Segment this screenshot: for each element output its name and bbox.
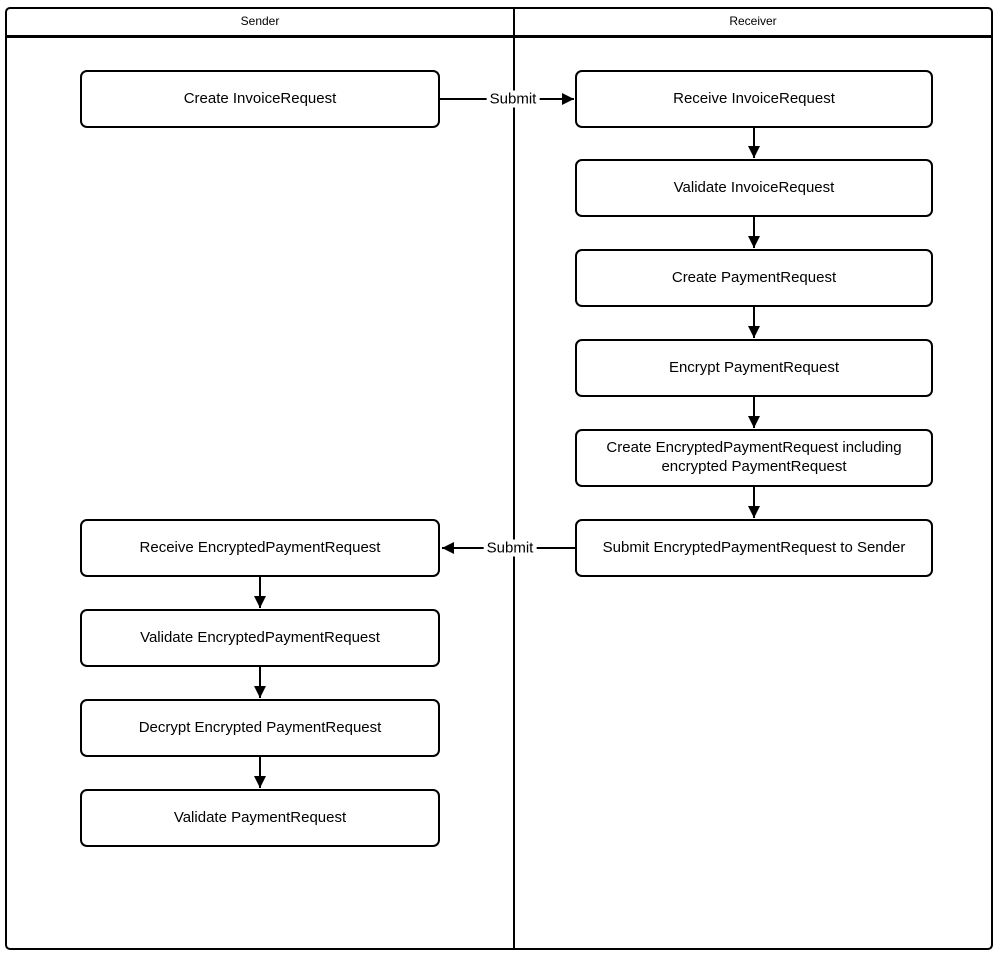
lane-header-sender-label: Sender: [240, 14, 280, 28]
node-label: Receive InvoiceRequest: [673, 89, 835, 107]
node-label: Receive EncryptedPaymentRequest: [139, 538, 381, 556]
arrow-label-submit-bottom: Submit: [483, 539, 537, 557]
node-label: Create InvoiceRequest: [183, 89, 337, 107]
node-validate-invoicerequest: Validate InvoiceRequest: [575, 159, 933, 217]
node-submit-encryptedpaymentrequest-to-sender: Submit EncryptedPaymentRequest to Sender: [575, 519, 933, 577]
lane-header-separator: [5, 35, 993, 38]
node-label: Create EncryptedPaymentRequest including…: [606, 439, 902, 475]
node-validate-paymentrequest: Validate PaymentRequest: [80, 789, 440, 847]
node-label: Validate InvoiceRequest: [673, 178, 835, 196]
node-label: Submit EncryptedPaymentRequest to Sender: [602, 538, 906, 556]
node-label: Encrypt PaymentRequest: [668, 358, 840, 376]
node-receive-encryptedpaymentrequest: Receive EncryptedPaymentRequest: [80, 519, 440, 577]
node-decrypt-encrypted-paymentrequest: Decrypt Encrypted PaymentRequest: [80, 699, 440, 757]
node-encrypt-paymentrequest: Encrypt PaymentRequest: [575, 339, 933, 397]
node-receive-invoicerequest: Receive InvoiceRequest: [575, 70, 933, 128]
node-create-invoicerequest: Create InvoiceRequest: [80, 70, 440, 128]
lane-header-sender: Sender: [7, 7, 513, 35]
node-label: Validate EncryptedPaymentRequest: [140, 628, 380, 646]
node-label: Decrypt Encrypted PaymentRequest: [138, 718, 382, 736]
lane-divider: [513, 7, 515, 950]
node-validate-encryptedpaymentrequest: Validate EncryptedPaymentRequest: [80, 609, 440, 667]
lane-header-receiver-label: Receiver: [729, 14, 777, 28]
node-create-encryptedpaymentrequest: Create EncryptedPaymentRequest including…: [575, 429, 933, 487]
pool-border: [5, 7, 993, 950]
node-create-paymentrequest: Create PaymentRequest: [575, 249, 933, 307]
node-label: Create PaymentRequest: [671, 268, 837, 286]
arrow-label-submit-top: Submit: [486, 90, 540, 108]
node-label: Validate PaymentRequest: [173, 808, 347, 826]
lane-header-receiver: Receiver: [515, 7, 991, 35]
